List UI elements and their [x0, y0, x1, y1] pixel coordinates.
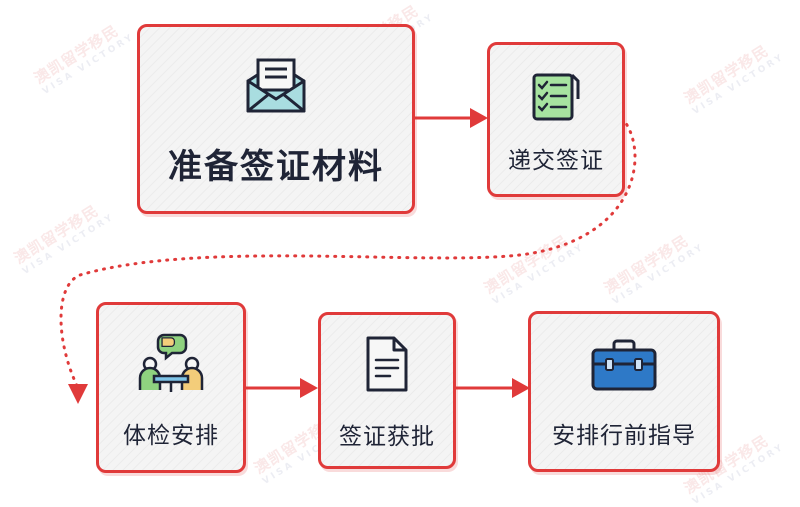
arrow-head: [470, 108, 488, 128]
arrow-head: [300, 378, 318, 398]
step-prepare-materials: 准备签证材料: [137, 24, 415, 214]
step-medical-exam: 体检安排: [96, 302, 246, 473]
envelope-icon: [246, 58, 306, 112]
step-label: 体检安排: [123, 422, 219, 449]
step-label: 递交签证: [508, 147, 604, 174]
watermark-brand: 澳凯留学移民: [10, 201, 102, 268]
meeting-icon: [138, 333, 204, 392]
watermark-sub: VISA VICTORY: [491, 241, 587, 307]
watermark-brand: 澳凯留学移民: [600, 231, 692, 298]
step-predeparture-guidance: 安排行前指导: [528, 311, 720, 472]
watermark-sub: VISA VICTORY: [41, 31, 137, 97]
watermark-brand: 澳凯留学移民: [680, 41, 772, 108]
step-label: 安排行前指导: [552, 422, 696, 449]
step-visa-approved: 签证获批: [318, 312, 456, 469]
document-icon: [366, 336, 408, 391]
briefcase-icon: [591, 339, 657, 390]
step-submit-visa: 递交签证: [487, 42, 625, 197]
step-label: 准备签证材料: [168, 146, 384, 187]
checklist-icon: [532, 73, 580, 120]
watermark-brand: 澳凯留学移民: [30, 21, 122, 88]
step-label: 签证获批: [339, 423, 435, 450]
arrow-head: [68, 384, 88, 404]
watermark-brand: 澳凯留学移民: [480, 231, 572, 298]
watermark-sub: VISA VICTORY: [691, 51, 787, 117]
watermark-sub: VISA VICTORY: [611, 241, 707, 307]
watermark-sub: VISA VICTORY: [21, 211, 117, 277]
